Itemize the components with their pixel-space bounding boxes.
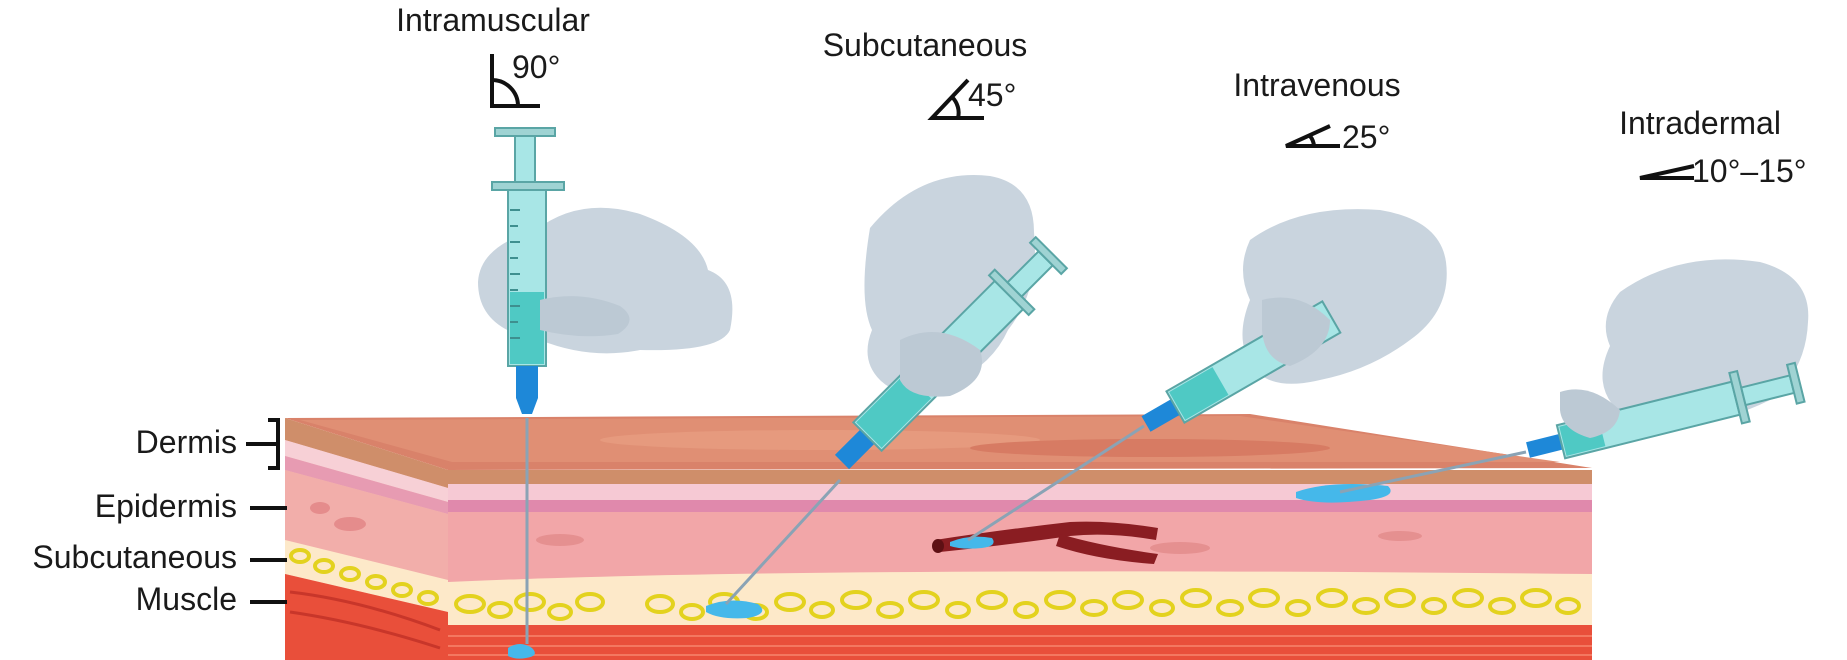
skin-block <box>285 414 1592 660</box>
intradermal-fluid <box>1296 484 1391 503</box>
layer-label-dermis: Dermis <box>136 424 237 460</box>
intravenous-syringe <box>967 209 1447 542</box>
route-title-intradermal: Intradermal <box>1619 105 1781 141</box>
route-title-subcutaneous: Subcutaneous <box>823 27 1028 63</box>
subcutaneous-syringe <box>724 175 1069 606</box>
intravenous-needle-hub <box>1141 399 1180 432</box>
layer-labels: Dermis Epidermis Subcutaneous Muscle <box>32 418 287 617</box>
angle-label-intramuscular: 90° <box>512 49 560 85</box>
angle-label-subcutaneous: 45° <box>968 77 1016 113</box>
angle-90-icon <box>490 54 540 108</box>
layer-label-muscle: Muscle <box>136 581 237 617</box>
epidermis-layer <box>448 512 1592 582</box>
intravenous-needle <box>967 424 1145 542</box>
route-title-intramuscular: Intramuscular <box>396 2 590 38</box>
subcutaneous-needle-hub <box>834 429 875 470</box>
route-title-intravenous: Intravenous <box>1233 67 1400 103</box>
intradermal-syringe <box>1339 259 1809 494</box>
angle-45-icon <box>927 78 984 120</box>
intramuscular-fluid <box>508 644 535 659</box>
subcutaneous-needle <box>724 478 842 606</box>
intradermal-needle <box>1339 450 1527 494</box>
route-labels: Intramuscular 90° Subcutaneous 45° Intra… <box>396 2 1807 189</box>
intradermal-needle-hub <box>1526 434 1563 458</box>
angle-label-intravenous: 25° <box>1342 119 1390 155</box>
angle-10-15-icon <box>1639 164 1695 180</box>
layer-label-subcutaneous: Subcutaneous <box>32 539 237 575</box>
angle-label-intradermal: 10°–15° <box>1692 153 1807 189</box>
intramuscular-syringe <box>478 127 733 644</box>
layer-label-epidermis: Epidermis <box>95 488 237 524</box>
dermis-band <box>448 470 1592 484</box>
intramuscular-needle-hub <box>516 366 538 414</box>
intravenous-fluid <box>950 536 994 549</box>
angle-25-icon <box>1285 124 1340 148</box>
fat-layer <box>448 571 1592 630</box>
subcutaneous-fluid <box>706 600 763 619</box>
